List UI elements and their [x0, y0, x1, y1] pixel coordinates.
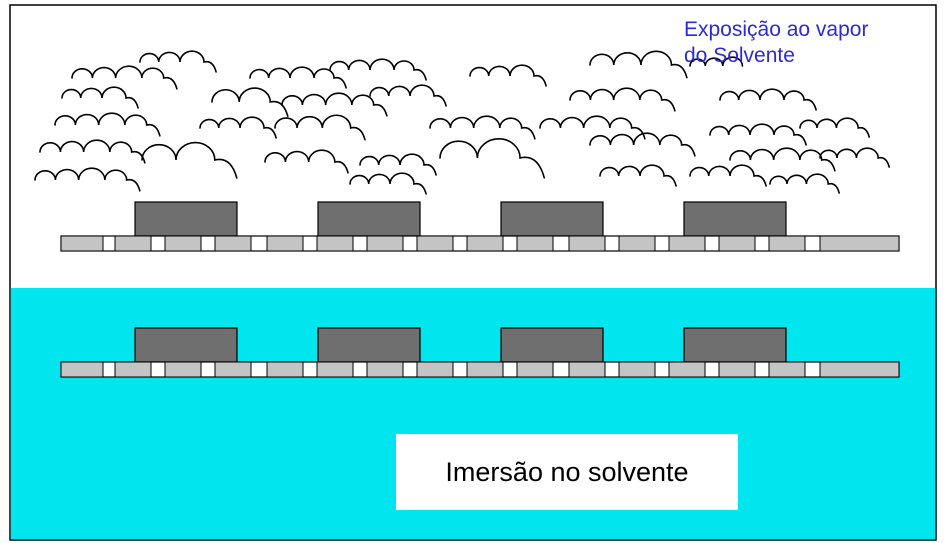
solder-pad: [516, 235, 554, 252]
vapor-wisp: [799, 117, 870, 138]
solder-pad: [618, 361, 656, 378]
vapor-wisp: [589, 132, 696, 157]
vapor-wisp: [141, 141, 238, 179]
solder-pad: [516, 361, 554, 378]
solder-pad: [114, 235, 152, 252]
solder-pad: [819, 235, 900, 252]
vapor-wisp: [569, 87, 676, 112]
solder-pad: [819, 361, 900, 378]
solder-pad: [668, 235, 706, 252]
immersion-label-box: Imersão no solvente: [396, 434, 738, 510]
vapor-cloud: [34, 50, 890, 195]
vapor-wisp: [439, 137, 546, 179]
solder-pad: [266, 361, 304, 378]
vapor-wisp: [329, 58, 427, 81]
vapor-wisp: [34, 167, 141, 192]
solder-pad: [668, 361, 706, 378]
solder-pad: [718, 235, 756, 252]
circuit-board-immersion: [60, 327, 900, 378]
solder-pad: [214, 235, 252, 252]
vapor-wisp: [71, 65, 178, 90]
solder-pad: [60, 235, 104, 252]
vapor-wisp: [54, 112, 161, 137]
solder-pad: [466, 361, 504, 378]
vapor-wisp: [39, 139, 146, 164]
vapor-wisp: [429, 115, 536, 140]
component-body: [500, 327, 604, 363]
vapor-wisp: [599, 164, 677, 187]
vapor-exposure-label: Exposição ao vapor do Solvente: [684, 17, 942, 69]
vapor-wisp: [199, 116, 277, 139]
vapor-wisp: [469, 64, 547, 87]
solder-pad: [164, 235, 202, 252]
vapor-wisp: [264, 149, 349, 174]
vapor-wisp: [689, 164, 767, 187]
component-body: [317, 201, 421, 237]
component-body: [134, 327, 238, 363]
solder-pad: [164, 361, 202, 378]
solder-pad: [266, 235, 304, 252]
vapor-wisp: [719, 88, 817, 111]
immersion-label: Imersão no solvente: [445, 456, 689, 487]
solder-pad: [316, 235, 354, 252]
vapor-wisp: [539, 115, 646, 140]
vapor-wisp: [139, 50, 217, 73]
vapor-wisp: [211, 87, 289, 118]
vapor-wisp: [274, 114, 366, 141]
vapor-wisp: [369, 84, 447, 107]
solder-pad: [768, 235, 806, 252]
solder-pad: [466, 235, 504, 252]
solder-pad: [60, 361, 104, 378]
solder-pad: [416, 235, 454, 252]
component-body: [683, 327, 787, 363]
vapor-wisp: [589, 50, 688, 79]
solder-pad: [114, 361, 152, 378]
vapor-wisp: [729, 147, 836, 172]
vapor-wisp: [819, 147, 890, 168]
vapor-label-line1: Exposição ao vapor: [684, 18, 869, 41]
solder-pad: [618, 235, 656, 252]
component-body: [500, 201, 604, 237]
solder-pad: [316, 361, 354, 378]
solder-pad: [768, 361, 806, 378]
solder-pad: [366, 361, 404, 378]
solder-pad: [568, 361, 606, 378]
vapor-wisp: [359, 153, 437, 176]
component-body: [134, 201, 238, 237]
circuit-board-vapor: [60, 201, 900, 252]
vapor-wisp: [61, 86, 139, 109]
component-body: [317, 327, 421, 363]
solder-pad: [568, 235, 606, 252]
vapor-wisp: [689, 56, 744, 67]
solder-pad: [718, 361, 756, 378]
vapor-wisp: [249, 66, 347, 89]
vapor-wisp: [769, 173, 840, 194]
solder-pad: [416, 361, 454, 378]
vapor-wisp: [281, 92, 388, 117]
vapor-wisp: [709, 123, 807, 146]
vapor-label-line2: do Solvente: [684, 44, 795, 67]
solder-pad: [366, 235, 404, 252]
component-body: [683, 201, 787, 237]
solder-pad: [214, 361, 252, 378]
vapor-wisp: [349, 172, 427, 195]
